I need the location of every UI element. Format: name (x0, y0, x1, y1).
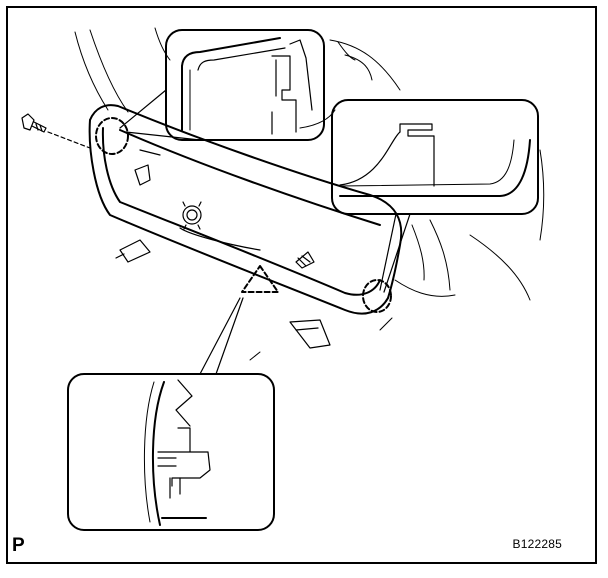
zoom-box-top (119, 29, 325, 141)
lower-brackets (115, 149, 331, 349)
callout-circles (95, 117, 392, 313)
zoom-box-right (331, 99, 539, 293)
seat-cushion-shield (88, 104, 403, 315)
grommet (182, 201, 202, 230)
seat-outline (74, 27, 545, 301)
screw-icon (21, 113, 91, 149)
zoom-box-bottom (67, 297, 275, 531)
seat-details (249, 109, 393, 361)
figure-code: B122285 (512, 537, 562, 551)
corner-label: P (12, 535, 25, 556)
